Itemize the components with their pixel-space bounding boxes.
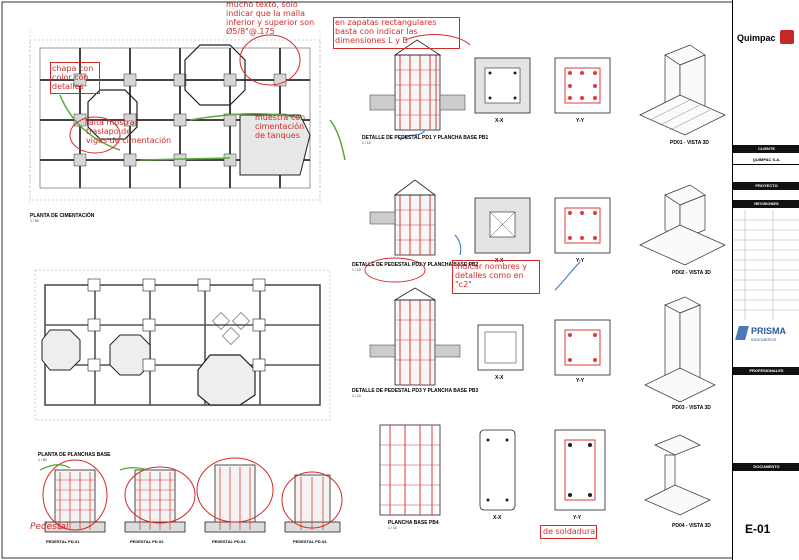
pd03-3d-title: PD03 - VISTA 3D [672,405,711,411]
foundation-plan-title: PLANTA DE CIMENTACIÓN [30,213,95,219]
detail-pd3 [369,287,716,403]
pedestal-elevations [39,457,343,533]
detail-pd2 [369,179,726,266]
pd3-title: DETALLE DE PEDESTAL PD3 Y PLANCHA BASE P… [352,388,479,394]
annotation-box-footings [333,17,460,49]
pd1-section-xx: X-X [495,118,504,124]
pedestal-title-4: PEDESTAL PD-04 [293,539,327,544]
professionals-header: PROFESIONALES [733,367,799,375]
pd02-3d-title: PD02 - VISTA 3D [672,270,711,276]
detail-pd1 [369,39,726,136]
pedestal-title-3: PEDESTAL PD-03 [212,539,246,544]
annotation-beams-note: falta mostrar traslapo de vigas de cimen… [86,118,172,145]
pd04-3d-title: PD04 - VISTA 3D [672,523,711,529]
foundation-plan [29,30,346,205]
base-plates-plan-scale: 1 / 50 [38,458,47,462]
pd1-section-yy: Y-Y [576,118,585,124]
pb4-section-xx: X-X [493,515,502,521]
pb4-scale: 1 / 10 [388,526,397,530]
pd1-title: DETALLE DE PEDESTAL PD1 Y PLANCHA BASE P… [362,135,489,141]
annotation-pedestal-note: Pedestal [30,522,69,532]
pd1-scale: 1 / 10 [362,141,371,145]
revisions-header: REVISIONES [733,200,799,208]
annotation-weld-note: de soldadura [543,527,596,536]
pb4-section-yy: Y-Y [573,515,582,521]
pd2-scale: 1 / 10 [352,268,361,272]
annotation-names-note: indicar nombres y detalles como en "c2" [455,262,528,289]
title-block: Quimpac CLIENTE QUIMPAC S.A. PROYECTO RE… [732,0,799,560]
client-name: QUIMPAC S.A. [733,156,799,165]
annotation-mesh-note: mucho texto, solo indicar que la malla i… [226,0,315,36]
pd2-section-xx: X-X [495,258,504,264]
annotation-box-weld [540,525,597,539]
drawing-header: DOCUMENTO [733,463,799,471]
revision-grid [733,210,799,320]
sheet-number: E-01 [745,522,771,536]
pd01-3d-title: PD01 - VISTA 3D [670,140,709,146]
pd3-section-xx: X-X [495,375,504,381]
annotation-box-chapa [50,62,100,94]
pedestal-title-1: PEDESTAL PD-01 [46,539,80,544]
pb4-title: PLANCHA BASE PB4 [388,520,439,526]
pd3-scale: 1 / 10 [352,394,361,398]
pd2-section-yy: Y-Y [576,258,585,264]
logo-text: Quimpac [737,33,776,43]
pedestal-title-2: PEDESTAL PD-02 [130,539,164,544]
firm-logo-icon [735,326,749,340]
firm-name: PRISMA [751,326,787,336]
annotation-tanks-note: muestra con cimentación de tanques [255,113,306,140]
pd3-section-yy: Y-Y [576,378,585,384]
annotation-chapa-note: chapa con color con detalles [52,64,94,91]
detail-pb4 [379,424,711,516]
annotation-box-names [452,260,540,294]
foundation-plan-scale: 1 / 50 [30,219,39,223]
logo-icon [780,30,794,44]
project-header: PROYECTO [733,182,799,190]
base-plates-plan [34,269,331,421]
pd2-title: DETALLE DE PEDESTAL PD2 Y PLANCHA BASE P… [352,262,479,268]
firm-sub: INGENIEROS [751,337,777,342]
client-header: CLIENTE [733,145,799,153]
annotation-footings-note: en zapatas rectangulares basta con indic… [335,18,437,45]
base-plates-plan-title: PLANTA DE PLANCHAS BASE [38,452,111,458]
